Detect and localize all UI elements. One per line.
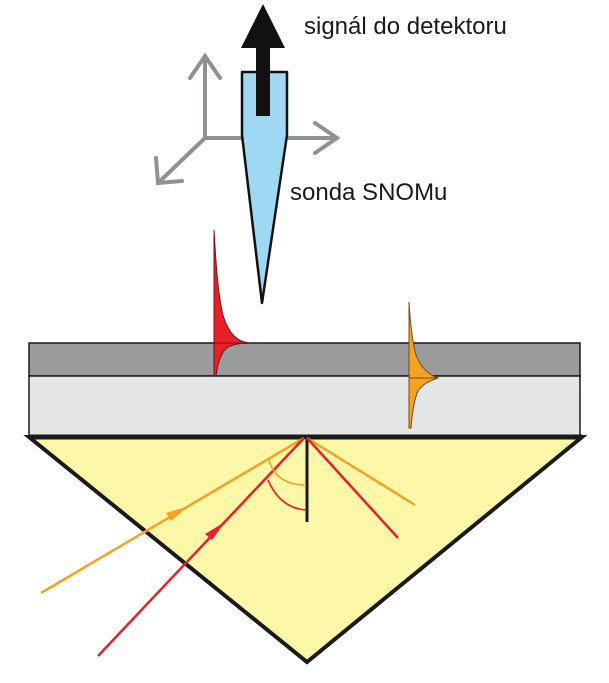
snom-probe [240,70,289,305]
red-beam-arrowhead [205,522,225,540]
red-incident-beam [97,437,305,657]
sample-bottom-layer [28,375,581,438]
red-angle-arc [267,479,307,511]
arrow-up-icon [241,4,285,116]
sample-top-layer [28,342,581,377]
orange-angle-arc [268,459,307,486]
probe-label: sonda SNOMu [290,179,448,206]
orange-beam-arrowhead [166,506,189,521]
orange-reflected-beam [306,436,416,507]
signal-label: signál do detektoru [304,13,507,40]
red-reflected-beam [306,437,399,539]
